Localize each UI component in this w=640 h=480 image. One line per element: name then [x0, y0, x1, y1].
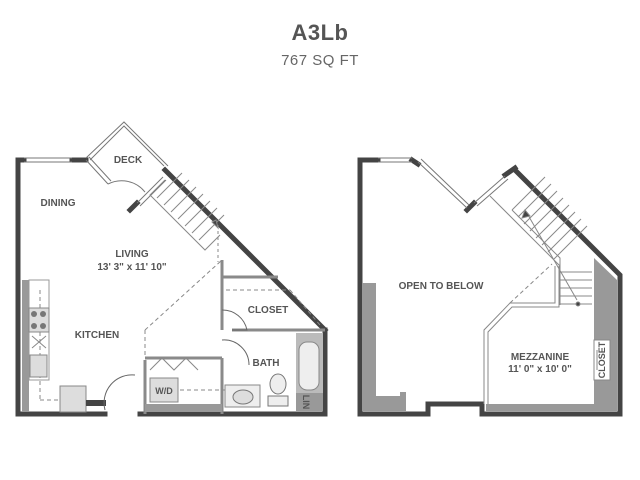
bath-fixtures — [221, 309, 323, 411]
kitchen-counter — [22, 279, 136, 413]
wd-closet — [145, 357, 222, 412]
dashed-line — [509, 263, 553, 304]
label-lin: LIN — [301, 395, 311, 410]
windows — [24, 156, 167, 207]
stairs — [489, 176, 592, 307]
windows — [378, 157, 509, 209]
stove-icon — [28, 307, 50, 333]
deck-outline — [85, 121, 169, 193]
floor-plan-upper-level: OPEN TO BELOW MEZZANINE 11' 0" x 10' 0" … — [357, 156, 623, 417]
label-wd: W/D — [155, 386, 173, 396]
label-mezzanine: MEZZANINE — [511, 352, 570, 363]
mezzanine-closet — [593, 339, 611, 381]
label-deck: DECK — [114, 155, 143, 166]
exterior-walls — [357, 156, 623, 417]
floor-plan-lower-level: DECK DINING LIVING 13' 3" x 11' 10" KITC… — [15, 121, 329, 417]
square-footage: 767 SQ FT — [281, 52, 359, 69]
label-living-dims: 13' 3" x 11' 10" — [97, 262, 167, 273]
label-closet: CLOSET — [248, 305, 289, 316]
label-kitchen: KITCHEN — [75, 330, 119, 341]
stairs — [149, 172, 225, 262]
railing — [483, 266, 560, 404]
sink-icon — [29, 354, 48, 378]
label-mezzanine-dims: 11' 0" x 10' 0" — [508, 364, 572, 375]
unit-name: A3Lb — [291, 20, 349, 45]
label-living: LIVING — [115, 249, 149, 260]
exterior-walls — [15, 157, 329, 417]
label-open-to-below: OPEN TO BELOW — [399, 281, 484, 292]
label-dining: DINING — [41, 198, 76, 209]
label-bath: BATH — [252, 358, 279, 369]
label-closet: CLOSET — [597, 341, 607, 378]
refrigerator-icon — [59, 385, 87, 413]
